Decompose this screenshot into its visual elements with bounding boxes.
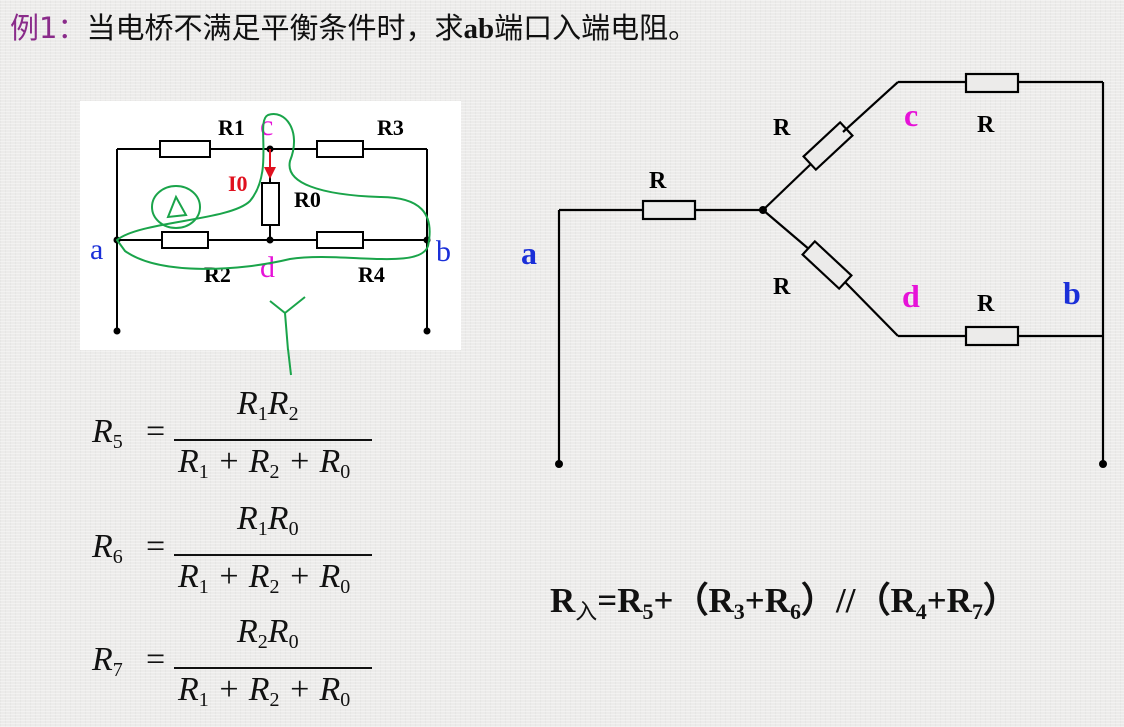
wire [842, 81, 899, 133]
label-r1: R1 [218, 115, 245, 140]
star-center-node [759, 206, 767, 214]
label-a: a [90, 233, 103, 266]
resistor-lower [801, 239, 853, 291]
label-r2: R2 [204, 262, 231, 287]
result-formula: R入=R5+（R3+R6）//（R4+R7） [550, 581, 1018, 625]
terminal-a [113, 327, 121, 335]
y-mark-icon [269, 296, 306, 351]
terminal-a [555, 460, 563, 468]
label-r-top: R [977, 112, 995, 138]
label-d: d [260, 251, 275, 284]
current-arrow-head [264, 167, 276, 179]
label-b: b [436, 235, 451, 268]
label-b: b [1063, 275, 1081, 311]
delta-icon [166, 194, 188, 219]
resistor-first [641, 199, 697, 221]
label-r-bottom: R [977, 291, 995, 317]
label-r-first: R [649, 168, 667, 194]
label-r4: R4 [358, 262, 385, 287]
label-c: c [904, 97, 918, 133]
formula-r5: R5 = R1R2 R1 + R2 + R0 [92, 385, 392, 495]
annotation-circle [151, 185, 201, 229]
bridge-circuit-panel: R1 R3 R0 R2 R4 I0 c d a b [80, 101, 461, 351]
bridge-circuit-diagram: R1 R3 R0 R2 R4 I0 c d a b [90, 109, 451, 351]
resistor-r4 [316, 231, 364, 249]
resistor-top [964, 72, 1020, 94]
title-ab: ab [463, 13, 495, 45]
resistor-r1 [159, 140, 211, 158]
label-i0: I0 [228, 171, 248, 196]
label-r3: R3 [377, 115, 404, 140]
annotation-tail [287, 349, 292, 376]
terminal-b [423, 327, 431, 335]
title-text-after: 端口入端电阻。 [494, 11, 698, 45]
annotation-loop [115, 113, 431, 270]
formula-r7: R7 = R2R0 R1 + R2 + R0 [92, 613, 392, 723]
page-title: 例1：当电桥不满足平衡条件时，求ab端口入端电阻。 [10, 6, 697, 50]
resistor-r0 [261, 182, 280, 226]
formula-r6: R6 = R1R0 R1 + R2 + R0 [92, 500, 392, 610]
resistor-r2 [161, 231, 209, 249]
label-r-upper: R [773, 115, 791, 141]
title-text-before: 当电桥不满足平衡条件时，求 [86, 11, 464, 45]
terminal-b [1099, 460, 1107, 468]
label-d: d [902, 278, 920, 314]
wire [844, 281, 899, 337]
label-a: a [521, 235, 537, 271]
label-r0: R0 [294, 187, 321, 212]
wire [762, 161, 814, 211]
wire [762, 209, 811, 251]
label-r-lower: R [773, 274, 791, 300]
resistor-r3 [316, 140, 364, 158]
resistor-bottom [964, 325, 1020, 347]
node-d [266, 236, 274, 244]
example-label: 例1： [10, 11, 87, 45]
star-circuit-diagram: R R R R R a b c d [521, 72, 1107, 468]
